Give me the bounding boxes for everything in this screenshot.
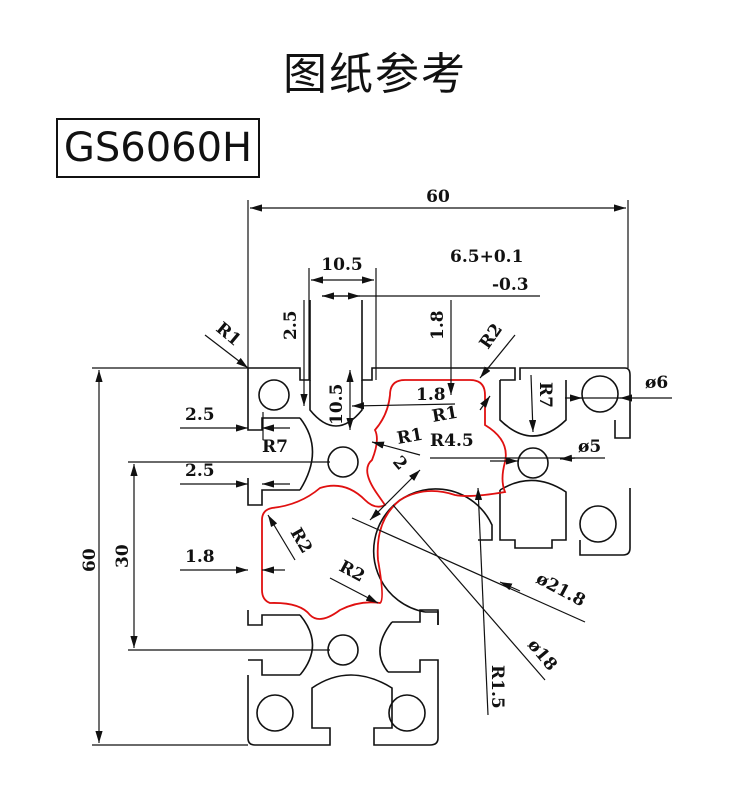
dim-left-lip-2: 2.5 [185, 461, 215, 481]
dim-radius-r2-lower: R2 [336, 557, 368, 587]
dim-bore-d18: ø18 [523, 635, 561, 675]
dim-two: 2 [388, 452, 411, 474]
dim-center-spacing: 30 [113, 544, 133, 568]
dim-slot-depth: 10.5 [327, 384, 347, 425]
dim-radius-r1-b: R1 [395, 425, 424, 449]
dim-radius-r7-right: R7 [535, 382, 555, 408]
dim-radius-r7-left: R7 [262, 437, 288, 457]
dim-slot-opening: 10.5 [321, 255, 362, 275]
dim-corner-radius: R1 [212, 319, 245, 351]
dim-radius-r2-top: R2 [476, 320, 507, 353]
dim-radius-r1-a: R1 [430, 403, 459, 427]
dim-wall-left: 1.8 [185, 547, 215, 567]
dim-bore-d218: ø21.8 [533, 569, 589, 611]
model-number-badge: GS6060H [56, 118, 260, 178]
dim-radius-r15: R1.5 [487, 665, 507, 709]
dim-lip-top: 2.5 [281, 310, 301, 340]
dim-wall-top: 1.8 [428, 310, 448, 340]
dim-hole-d5: ø5 [578, 437, 601, 457]
dimension-lines [92, 200, 672, 746]
page-title: 图纸参考 [283, 49, 467, 100]
dim-hole-d6: ø6 [645, 373, 668, 393]
dim-left-lip-1: 2.5 [185, 405, 215, 425]
profile-outline [247, 300, 631, 746]
dim-slot-width-main: 6.5+0.1 [450, 247, 523, 267]
dim-radius-r45: R4.5 [430, 431, 474, 451]
dim-overall-width: 60 [426, 187, 450, 207]
dim-slot-width-minus: -0.3 [492, 275, 529, 295]
dim-wall-inner: 1.8 [416, 385, 446, 405]
dim-overall-height: 60 [80, 548, 100, 572]
